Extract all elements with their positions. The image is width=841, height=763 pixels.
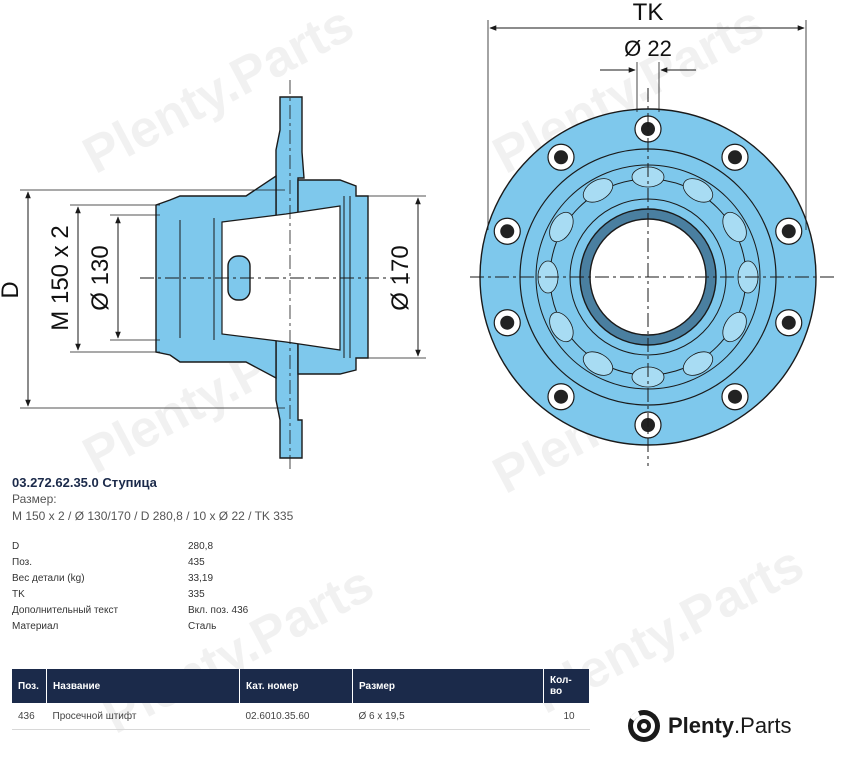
spec-value: Сталь bbox=[188, 621, 217, 632]
spec-row: Вес детали (kg) 33,19 bbox=[12, 573, 412, 589]
parts-table: Поз. Название Кат. номер Размер Кол-во 4… bbox=[12, 669, 590, 730]
cell-size: Ø 6 x 19,5 bbox=[352, 703, 544, 730]
brand-logo: Plenty.Parts bbox=[626, 706, 792, 746]
bearing-roller bbox=[682, 351, 714, 376]
bearing-roller bbox=[722, 211, 747, 243]
bolt-pin bbox=[554, 389, 569, 404]
brand-name: Plenty.Parts bbox=[668, 713, 792, 739]
spec-row: Поз. 435 bbox=[12, 557, 412, 573]
col-header-name: Название bbox=[46, 669, 240, 703]
bearing-rollers bbox=[537, 166, 759, 388]
dim-thread-label: M 150 x 2 bbox=[47, 225, 74, 330]
cell-pos: 436 bbox=[12, 703, 47, 730]
spec-key: Материал bbox=[12, 621, 59, 632]
bolt-pin bbox=[781, 315, 796, 330]
spec-key: D bbox=[12, 541, 20, 552]
bolt-pin bbox=[641, 122, 655, 136]
col-header-size: Размер bbox=[352, 669, 544, 703]
spec-key: TK bbox=[12, 589, 25, 600]
spec-key: Поз. bbox=[12, 557, 32, 568]
spec-list: D 280,8 Поз. 435 Вес детали (kg) 33,19 TK 33… bbox=[12, 541, 412, 637]
cell-catalog: 02.6010.35.60 bbox=[239, 703, 353, 730]
bolt-pin bbox=[554, 150, 569, 165]
spec-value: 435 bbox=[188, 557, 205, 568]
bolt-pin bbox=[727, 389, 742, 404]
bolt-pin bbox=[500, 224, 515, 239]
col-header-pos: Поз. bbox=[12, 669, 47, 703]
dim-170-label: Ø 170 bbox=[387, 245, 414, 310]
dim-tk-label: TK bbox=[633, 0, 664, 26]
bolt-pin bbox=[727, 150, 742, 165]
bearing-roller bbox=[549, 311, 574, 343]
technical-drawing: D M 150 x 2 Ø 130 Ø 170 TK Ø 22 bbox=[0, 0, 835, 470]
bolt-pin bbox=[781, 224, 796, 239]
brake-disc-icon bbox=[628, 710, 660, 742]
hub-side-view: D M 150 x 2 Ø 130 Ø 170 bbox=[0, 80, 426, 470]
bolt-holes bbox=[493, 115, 803, 439]
hub-front-view: TK Ø 22 bbox=[470, 0, 835, 466]
size-label: Размер: bbox=[12, 492, 57, 506]
bearing-roller bbox=[549, 211, 574, 243]
spec-row: Материал Сталь bbox=[12, 621, 412, 637]
spec-value: 33,19 bbox=[188, 573, 214, 584]
spec-row: D 280,8 bbox=[12, 541, 412, 557]
spec-row: TK 335 bbox=[12, 589, 412, 605]
spec-key: Дополнительный текст bbox=[12, 605, 119, 616]
dim-d-label: D bbox=[0, 281, 24, 298]
bearing-roller bbox=[682, 178, 714, 203]
table-header-row: Поз. Название Кат. номер Размер Кол-во bbox=[12, 669, 590, 703]
bolt-pin bbox=[500, 315, 515, 330]
dim-130-label: Ø 130 bbox=[87, 245, 114, 310]
bearing-roller bbox=[582, 351, 614, 376]
spec-value: Вкл. поз. 436 bbox=[188, 605, 249, 616]
bearing-roller bbox=[582, 178, 614, 203]
col-header-catalog: Кат. номер bbox=[239, 669, 353, 703]
spec-key: Вес детали (kg) bbox=[12, 573, 85, 584]
table-row: 436 Просечной штифт 02.6010.35.60 Ø 6 x … bbox=[12, 703, 590, 730]
cell-name: Просечной штифт bbox=[46, 703, 240, 730]
dim-22-label: Ø 22 bbox=[624, 36, 672, 61]
spec-value: 280,8 bbox=[188, 541, 214, 552]
brand-name-bold: Plenty bbox=[668, 713, 735, 738]
part-title: 03.272.62.35.0 Ступица bbox=[12, 475, 157, 490]
cell-qty: 10 bbox=[543, 703, 590, 730]
bearing-roller bbox=[722, 311, 747, 343]
col-header-qty: Кол-во bbox=[543, 669, 590, 703]
size-value: M 150 x 2 / Ø 130/170 / D 280,8 / 10 x Ø… bbox=[12, 509, 294, 523]
brand-name-rest: .Parts bbox=[734, 713, 792, 738]
spec-row: Дополнительный текст Вкл. поз. 436 bbox=[12, 605, 412, 621]
spec-value: 335 bbox=[188, 589, 205, 600]
